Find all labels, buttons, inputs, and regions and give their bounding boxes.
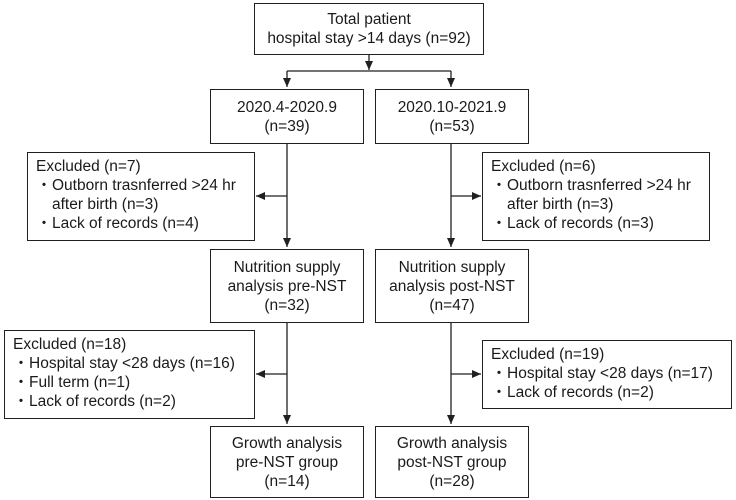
node-text-line: Nutrition supply xyxy=(233,258,341,276)
excluded-item-text: Outborn trasnferred >24 hr xyxy=(52,177,236,194)
bullet-icon: ・ xyxy=(13,374,29,391)
excluded-item: ・Full term (n=1) xyxy=(13,373,246,392)
node-nutrition-pre-nst: Nutrition supply analysis pre-NST (n=32) xyxy=(210,249,364,323)
excluded-item: ・Outborn trasnferred >24 hr xyxy=(36,176,246,195)
node-text-line: 2020.4-2020.9 xyxy=(237,98,337,116)
bullet-icon: ・ xyxy=(13,393,29,410)
excluded-item: ・Outborn trasnferred >24 hr xyxy=(491,176,701,195)
bullet-icon: ・ xyxy=(13,355,29,372)
node-excluded-post-nst: Excluded (n=19) ・Hospital stay <28 days … xyxy=(482,340,732,409)
node-total-patient: Total patient hospital stay >14 days (n=… xyxy=(254,3,484,55)
excluded-item: ・Hospital stay <28 days (n=16) xyxy=(13,354,246,373)
excluded-title: Excluded (n=18) xyxy=(13,336,127,353)
node-text-line: Growth analysis xyxy=(396,434,508,452)
node-text-line: analysis post-NST xyxy=(389,277,515,295)
node-text-line: (n=28) xyxy=(429,472,475,490)
node-text-line: Nutrition supply xyxy=(398,258,506,276)
node-nutrition-post-nst: Nutrition supply analysis post-NST (n=47… xyxy=(375,249,529,323)
excluded-item-text: Hospital stay <28 days (n=17) xyxy=(507,365,713,382)
bullet-icon: ・ xyxy=(36,177,52,194)
excluded-item-text: Lack of records (n=3) xyxy=(507,215,654,232)
node-text-line: 2020.10-2021.9 xyxy=(397,98,507,116)
excluded-item: ・Lack of records (n=4) xyxy=(36,214,246,233)
node-text-line: (n=14) xyxy=(264,472,310,490)
node-excluded-pre-nst: Excluded (n=18) ・Hospital stay <28 days … xyxy=(4,330,255,419)
node-growth-pre-nst: Growth analysis pre-NST group (n=14) xyxy=(210,426,364,498)
bullet-icon: ・ xyxy=(491,365,507,382)
excluded-item-text: Lack of records (n=2) xyxy=(507,384,654,401)
bullet-icon: ・ xyxy=(491,177,507,194)
excluded-item-continuation: after birth (n=3) xyxy=(507,196,614,213)
node-excluded-period2: Excluded (n=6) ・Outborn trasnferred >24 … xyxy=(482,152,710,241)
node-text-line: Growth analysis xyxy=(231,434,343,452)
excluded-item: ・Lack of records (n=2) xyxy=(13,392,246,411)
bullet-icon: ・ xyxy=(36,215,52,232)
node-text-line: analysis pre-NST xyxy=(227,277,347,295)
excluded-title: Excluded (n=7) xyxy=(36,158,141,175)
excluded-title: Excluded (n=19) xyxy=(491,346,605,363)
excluded-item-text: Full term (n=1) xyxy=(29,374,131,391)
excluded-item-text: Lack of records (n=2) xyxy=(29,393,176,410)
node-period-2020-4: 2020.4-2020.9 (n=39) xyxy=(210,89,364,144)
node-text-line: (n=47) xyxy=(429,296,475,314)
node-text-line: hospital stay >14 days (n=92) xyxy=(267,30,471,47)
node-period-2020-10: 2020.10-2021.9 (n=53) xyxy=(375,89,529,144)
node-text-line: pre-NST group xyxy=(235,453,339,471)
node-growth-post-nst: Growth analysis post-NST group (n=28) xyxy=(375,426,529,498)
excluded-title: Excluded (n=6) xyxy=(491,158,596,175)
node-text-line: (n=39) xyxy=(264,117,310,135)
excluded-item-text: Outborn trasnferred >24 hr xyxy=(507,177,691,194)
excluded-item: ・Lack of records (n=2) xyxy=(491,383,723,402)
bullet-icon: ・ xyxy=(491,384,507,401)
node-excluded-period1: Excluded (n=7) ・Outborn trasnferred >24 … xyxy=(27,152,255,241)
node-text-line: (n=53) xyxy=(429,117,475,135)
excluded-item-text: Hospital stay <28 days (n=16) xyxy=(29,355,235,372)
excluded-item: ・Hospital stay <28 days (n=17) xyxy=(491,364,723,383)
excluded-item-continuation: after birth (n=3) xyxy=(52,196,159,213)
excluded-item: ・Lack of records (n=3) xyxy=(491,214,701,233)
bullet-icon: ・ xyxy=(491,215,507,232)
node-text-line: Total patient xyxy=(327,11,411,28)
node-text-line: post-NST group xyxy=(397,453,507,471)
excluded-item-text: Lack of records (n=4) xyxy=(52,215,199,232)
node-text-line: (n=32) xyxy=(264,296,310,314)
